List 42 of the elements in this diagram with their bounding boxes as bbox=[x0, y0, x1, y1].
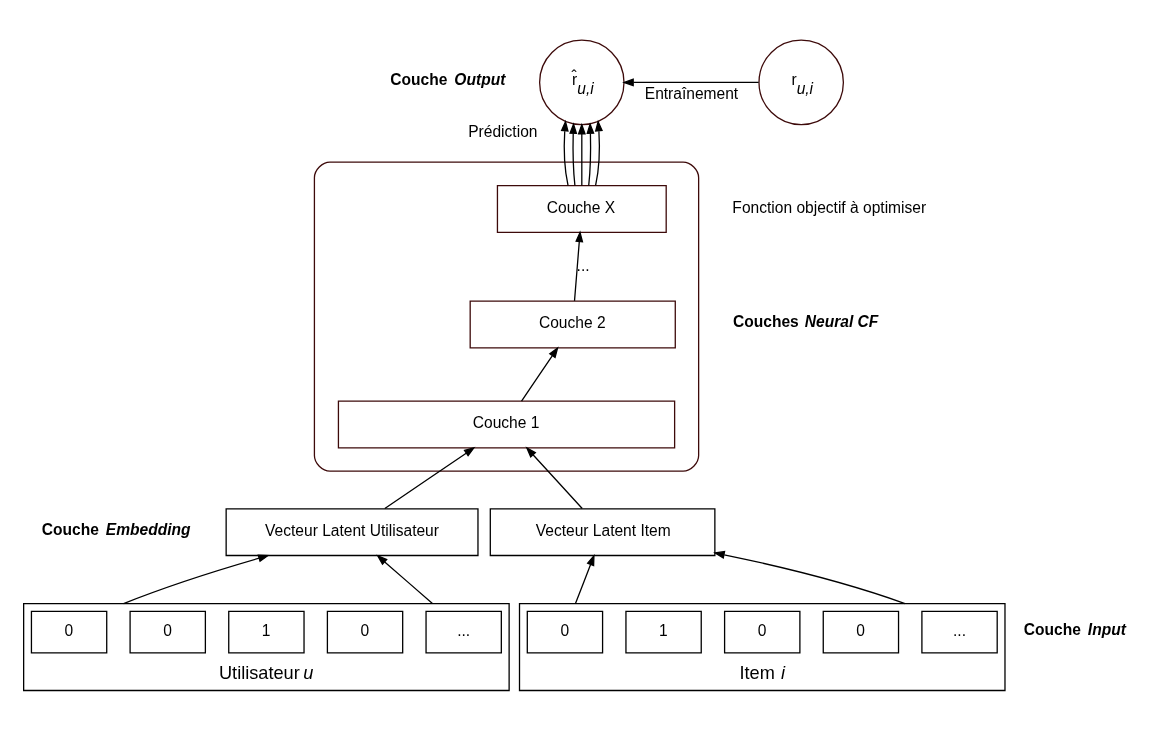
label: Couche Input bbox=[1023, 620, 1126, 638]
arrow bbox=[525, 446, 583, 510]
edge-label: ... bbox=[576, 256, 590, 274]
arrow bbox=[520, 346, 559, 402]
node-box: Couche 1 bbox=[337, 400, 676, 449]
arrow bbox=[622, 78, 760, 87]
node-box: 0 bbox=[326, 610, 404, 654]
arrow bbox=[560, 119, 569, 187]
node-box: ... bbox=[425, 610, 502, 654]
node-box: Couche X bbox=[496, 184, 667, 233]
cluster bbox=[518, 602, 1006, 692]
label: Fonction objectif à optimiser bbox=[732, 198, 927, 216]
node-box: Vecteur Latent Item bbox=[489, 508, 716, 557]
node-box: 0 bbox=[822, 610, 900, 654]
arrow bbox=[569, 122, 578, 187]
arrow bbox=[577, 122, 586, 187]
label: Couches Neural CF bbox=[733, 313, 879, 331]
node-box: ... bbox=[921, 610, 998, 654]
arrow bbox=[122, 554, 270, 605]
node-box: Vecteur Latent Utilisateur bbox=[225, 508, 479, 557]
label: Couche Embedding bbox=[41, 520, 191, 538]
edge-label: Entraînement bbox=[644, 84, 739, 102]
cluster bbox=[313, 161, 700, 472]
node-label: Utilisateur u bbox=[219, 663, 314, 684]
node-box: 0 bbox=[129, 610, 207, 654]
node-box: 1 bbox=[228, 610, 305, 654]
arrow bbox=[376, 554, 434, 605]
arrow bbox=[586, 122, 595, 187]
arrow bbox=[594, 119, 603, 187]
node-box: 1 bbox=[625, 610, 702, 654]
label: Couche Output bbox=[390, 71, 506, 89]
arrow bbox=[713, 550, 906, 605]
cluster bbox=[23, 602, 510, 692]
node-box: 0 bbox=[526, 610, 604, 654]
arrow bbox=[573, 230, 584, 302]
arrow bbox=[574, 554, 595, 605]
arrow bbox=[384, 446, 476, 510]
node-label: Prédiction bbox=[468, 123, 538, 141]
node-label: Item i bbox=[739, 663, 785, 684]
node-box: 0 bbox=[30, 610, 108, 654]
node-box: Couche 2 bbox=[469, 300, 676, 349]
node-box: 0 bbox=[723, 610, 801, 654]
